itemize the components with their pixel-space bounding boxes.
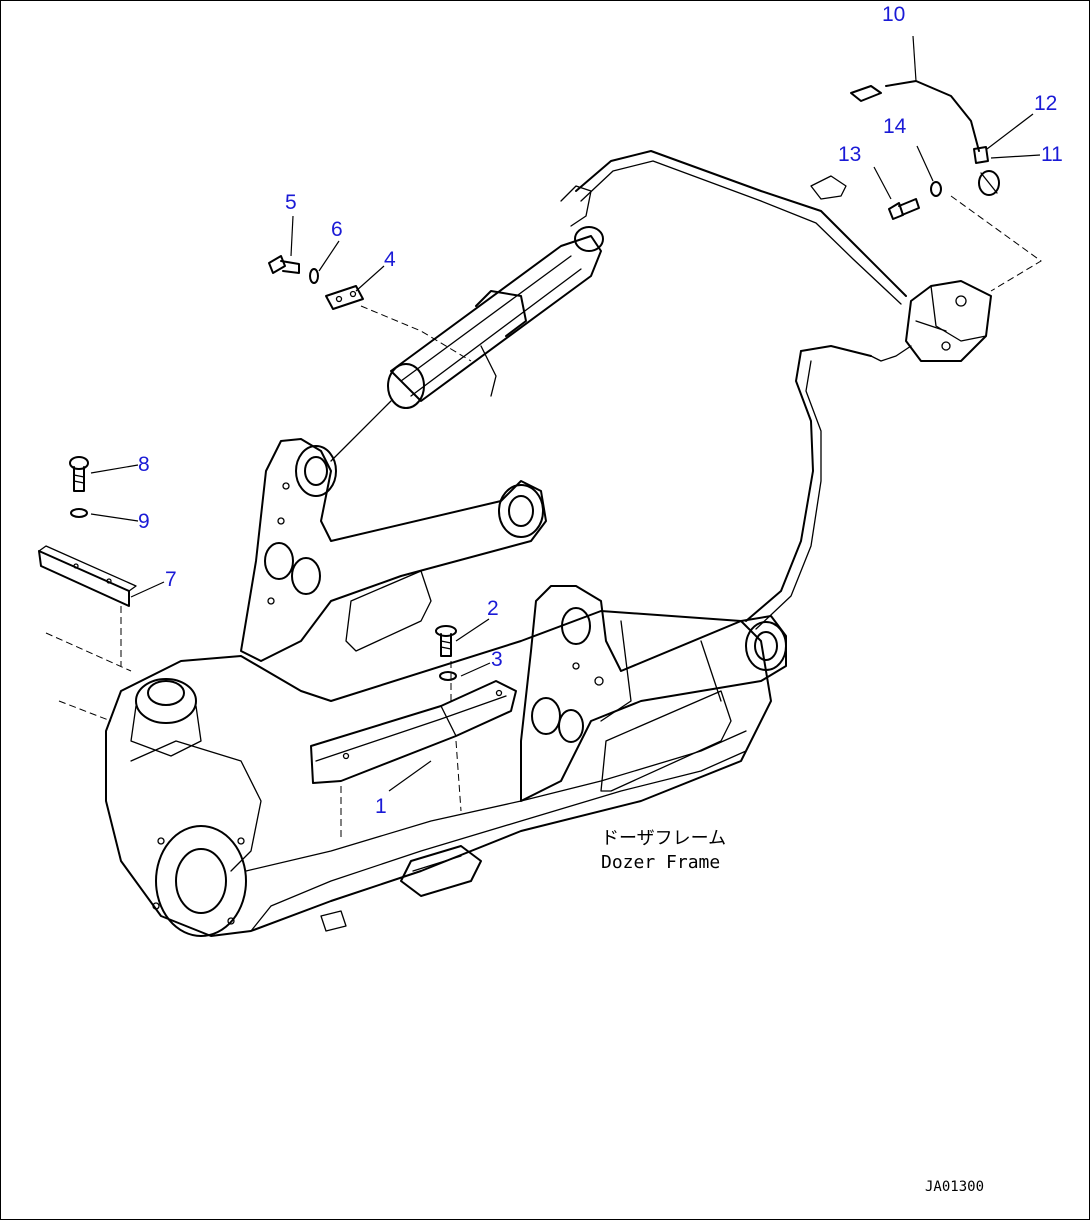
- part-1-cover: [310, 680, 517, 784]
- part-3-washer: [439, 671, 457, 681]
- part-5-bolt: [268, 255, 300, 274]
- callout-13: 13: [838, 143, 861, 166]
- lift-arm-left: [240, 438, 547, 662]
- part-12-clip: [973, 146, 989, 164]
- callout-14: 14: [883, 115, 907, 138]
- callout-numbers: 1 2 3 4 5 6 7 8 9 10 11 12 13 14: [138, 3, 1063, 818]
- callout-6: 6: [331, 218, 343, 241]
- callout-2: 2: [487, 597, 499, 620]
- assembly-lines: [45, 195, 1042, 841]
- part-8-bolt: [69, 456, 89, 492]
- part-10-harness: [850, 80, 980, 152]
- callout-10: 10: [882, 3, 905, 26]
- part-14-washer: [930, 181, 942, 197]
- callout-3: 3: [491, 648, 503, 671]
- part-9-washer: [70, 508, 88, 518]
- dozer-frame: [105, 570, 772, 937]
- part-7-bracket: [38, 545, 137, 607]
- frame-label-jp: ドーザフレーム: [601, 828, 726, 849]
- callout-11: 11: [1041, 143, 1063, 166]
- drawing-id: JA01300: [925, 1179, 984, 1195]
- part-4-clamp: [325, 285, 364, 310]
- hose-and-valve: [575, 150, 992, 630]
- leader-lines: [90, 35, 1041, 792]
- frame-label: ドーザフレーム Dozer Frame: [601, 828, 726, 873]
- callout-9: 9: [138, 510, 150, 533]
- frame-label-en: Dozer Frame: [601, 852, 720, 873]
- part-6-washer: [309, 268, 319, 284]
- callout-1: 1: [375, 795, 387, 818]
- part-2-bolt: [435, 625, 457, 657]
- part-13-bolt: [888, 198, 920, 220]
- callout-8: 8: [138, 453, 150, 476]
- lift-arm-right: [520, 585, 787, 802]
- callout-4: 4: [384, 248, 396, 271]
- callout-7: 7: [165, 568, 177, 591]
- lift-cylinder: [330, 185, 604, 462]
- callout-5: 5: [285, 191, 297, 214]
- part-11-connector: [978, 170, 1000, 196]
- callout-12: 12: [1034, 92, 1057, 115]
